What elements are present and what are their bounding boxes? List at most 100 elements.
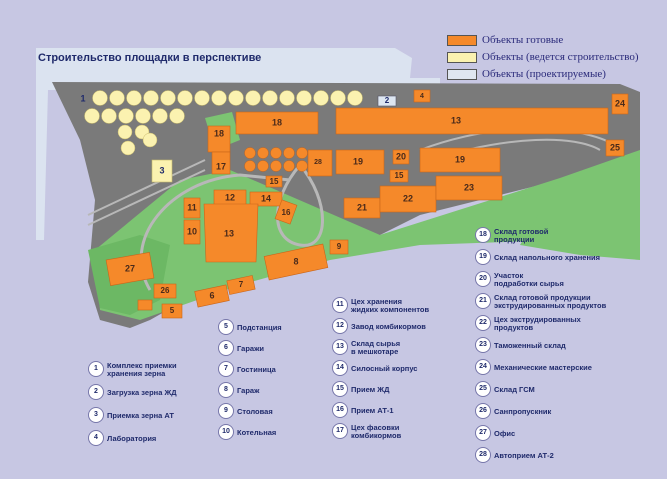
silo: [244, 147, 256, 159]
road-west-entry: [87, 159, 206, 216]
item-text-line: Офис: [494, 429, 516, 438]
silo: [169, 108, 185, 124]
item-text-line: жидких компонентов: [351, 305, 430, 314]
building-7[interactable]: [226, 275, 256, 295]
silo-cluster: [244, 147, 308, 172]
silo: [262, 90, 278, 106]
site-label-18b: 18: [214, 128, 224, 138]
site-label-12: 12: [225, 192, 235, 202]
building-18a[interactable]: [235, 111, 319, 135]
item-label: Механические мастерские: [494, 364, 592, 372]
item-text-line: Столовая: [237, 407, 273, 416]
site-label-3: 3: [159, 165, 164, 175]
building-25[interactable]: [605, 139, 625, 157]
map-title: Строительство площадки в перспективе: [38, 52, 262, 64]
item-label: Автоприем АТ-2: [494, 452, 554, 460]
silo: [117, 124, 133, 140]
site-label-15a: 15: [270, 177, 279, 186]
building-26[interactable]: [153, 283, 177, 299]
building-6[interactable]: [194, 284, 230, 308]
item-text-line: Механические мастерские: [494, 363, 592, 372]
item-number-badge: 7: [218, 361, 234, 377]
building-13b[interactable]: [203, 203, 259, 263]
silo: [257, 147, 269, 159]
silo: [330, 90, 346, 106]
item-label: Склад ГСМ: [494, 386, 535, 394]
site-label-5: 5: [170, 306, 175, 315]
building-5[interactable]: [161, 303, 183, 319]
site-label-9: 9: [337, 242, 342, 251]
item-text-line: Силосный корпус: [351, 364, 418, 373]
building-20[interactable]: [392, 149, 410, 165]
item-number-badge: 3: [88, 407, 104, 423]
building-27[interactable]: [105, 252, 155, 286]
building-4[interactable]: [413, 89, 431, 103]
item-text-line: Склад напольного хранения: [494, 253, 600, 262]
item-label: Офис: [494, 430, 515, 438]
item-text-line: Гараж: [237, 386, 260, 395]
item-label: Прием ЖД: [351, 386, 389, 394]
legend-item: Объекты (ведется строительство): [447, 51, 639, 63]
silo: [135, 108, 151, 124]
item-number-badge: 4: [88, 430, 104, 446]
building-19a[interactable]: [335, 149, 385, 175]
building-15b[interactable]: [389, 169, 409, 183]
item-label: Гаражи: [237, 345, 264, 353]
item-number-badge: 10: [218, 424, 234, 440]
silo: [109, 90, 125, 106]
building-23[interactable]: [435, 175, 503, 201]
item-text-line: Подстанция: [237, 323, 282, 332]
site-label-20: 20: [396, 151, 406, 161]
legend-swatch: [447, 51, 477, 63]
building-22[interactable]: [379, 185, 437, 213]
silo: [194, 90, 210, 106]
item-number-badge: 6: [218, 340, 234, 356]
item-label: Котельная: [237, 429, 276, 437]
item-number-badge: 20: [475, 271, 491, 287]
building-13a[interactable]: [335, 107, 609, 135]
building-9[interactable]: [329, 239, 349, 255]
building-28[interactable]: [307, 149, 333, 177]
silo: [347, 90, 363, 106]
building-2[interactable]: [377, 95, 397, 107]
item-number-badge: 5: [218, 319, 234, 335]
building-11[interactable]: [183, 197, 201, 219]
item-text-line: Склад сырья: [351, 339, 401, 348]
road-west-entry-2: [87, 169, 206, 226]
building-10[interactable]: [183, 219, 201, 245]
item-text-line: в мешкотаре: [351, 347, 399, 356]
item-text-line: Гаражи: [237, 344, 265, 353]
item-text-line: Завод комбикормов: [351, 322, 426, 331]
silo: [245, 90, 261, 106]
building-19b[interactable]: [419, 147, 501, 173]
item-number-badge: 9: [218, 403, 234, 419]
site-label-2: 2: [385, 96, 390, 105]
silo: [283, 160, 295, 172]
item-text-line: Санпропускник: [494, 407, 552, 416]
site-label-16: 16: [282, 208, 291, 217]
item-number-badge: 14: [332, 360, 348, 376]
building-24[interactable]: [611, 93, 629, 115]
item-text-line: хранения зерна: [107, 369, 166, 378]
item-text-line: Автоприем АТ-2: [494, 451, 554, 460]
building-1[interactable]: [137, 299, 153, 311]
building-15a[interactable]: [265, 175, 283, 188]
silo: [283, 147, 295, 159]
building-8[interactable]: [263, 243, 329, 281]
site-label-1: 1: [80, 93, 85, 103]
building-3[interactable]: [151, 159, 173, 183]
building-14[interactable]: [249, 191, 283, 207]
item-label: Столовая: [237, 408, 273, 416]
building-17[interactable]: [211, 151, 231, 175]
item-text-line: Лаборатория: [107, 434, 157, 443]
item-text-line: Склад ГСМ: [494, 385, 535, 394]
item-text-line: Приемка зерна АТ: [107, 411, 175, 420]
building-16[interactable]: [274, 199, 298, 225]
item-label: Загрузка зерна ЖД: [107, 389, 177, 397]
